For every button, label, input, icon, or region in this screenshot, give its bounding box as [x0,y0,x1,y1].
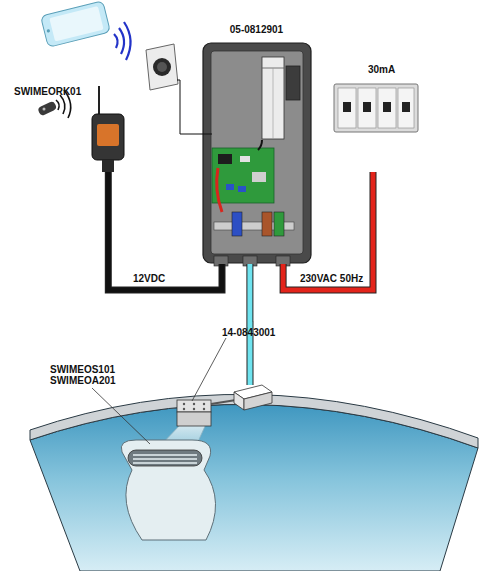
cable [108,172,222,290]
cable [249,264,250,385]
cable-core [283,172,373,290]
voltage-label: 12VDC [133,273,165,284]
control-box: 05-0812901 [200,24,313,264]
cable-outline [283,172,373,290]
cable-outline [108,172,222,290]
pool [30,394,478,571]
cable-core [247,264,252,385]
voltage-label: 230VAC 50Hz [300,273,363,284]
control-box-body [203,43,311,266]
junction-box [234,385,272,410]
cable-outline [246,264,253,385]
wall-switch [146,44,212,134]
part-number: 05-0812901 [200,24,313,35]
part-number: SWIMEOA201 [50,375,140,386]
bracket-box: 14-0843001 [170,385,280,430]
circuit-breaker-box: 30mA [328,64,418,172]
circuit-breaker [334,84,418,132]
smartphone [41,1,111,48]
cable [283,172,373,290]
pool-light-body [121,424,215,540]
leader-line [192,338,226,401]
leader-line [92,388,150,444]
wifi-signal [114,22,131,60]
cable-core [108,172,222,290]
key-fob [37,101,57,117]
part-number: 30mA [368,64,418,75]
part-number: SWIMEORK01 [14,86,104,97]
pool-light-box: SWIMEOS101SWIMEOA201 [48,364,218,504]
part-number: 14-0843001 [222,327,302,338]
receiver-box: SWIMEORK01 [12,86,137,172]
mounting-bracket [177,400,236,426]
part-number: SWIMEOS101 [50,364,140,375]
receiver-device [92,86,124,172]
